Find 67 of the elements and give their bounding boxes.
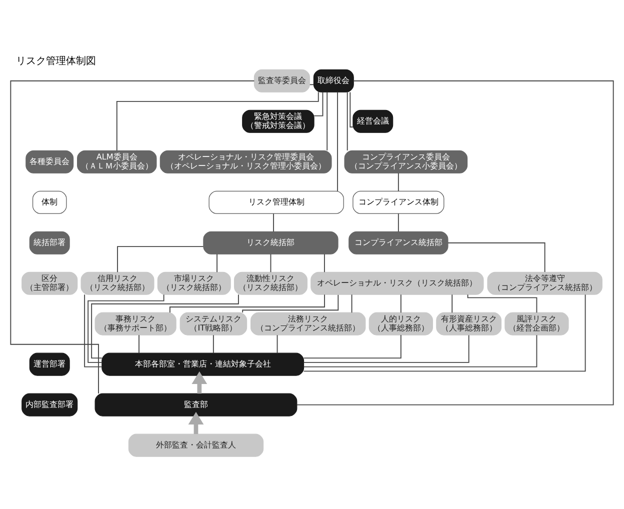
node-box: 法令等遵守 （コンプライアンス統括部）	[487, 271, 602, 294]
node-box: 統括部署	[29, 230, 70, 254]
connector	[303, 334, 538, 367]
connector	[351, 294, 352, 313]
connector	[303, 334, 470, 362]
connector	[398, 212, 399, 232]
node-box: 監査部	[94, 392, 298, 416]
node-box: ALM委員会 （ＡＬＭ小委員会）	[77, 150, 157, 173]
arrow	[192, 370, 208, 394]
node-box: 体制	[32, 190, 67, 214]
node-box: コンプライアンス統括部	[348, 230, 448, 254]
connector	[400, 294, 402, 313]
connector	[276, 334, 278, 354]
node-box: 監査等委員会	[254, 68, 310, 92]
node-box: 取締役会	[313, 68, 354, 92]
node-box: 人的リスク （人事総務部）	[368, 312, 433, 335]
arrow	[188, 411, 204, 434]
node-box: オペレーショナル・リスク管理委員会 （オペレーショナル・リスク管理小委員会）	[160, 150, 332, 173]
connector	[91, 294, 239, 358]
connector	[309, 84, 314, 85]
connector	[10, 80, 255, 394]
connector	[273, 212, 274, 232]
node-box: 有形資産リスク （人事総務部）	[436, 312, 502, 335]
node-box: コンプライアンス委員会 （コンプライアンス小委員会）	[344, 150, 468, 173]
node-box: 法務リスク （コンプライアンス統括部）	[250, 312, 366, 335]
node-box: システムリスク （IT戦略部）	[180, 312, 248, 335]
connector	[467, 294, 538, 313]
connector	[350, 91, 354, 127]
diagram-title: リスク管理体制図	[16, 55, 96, 66]
node-box: 流動性リスク （リスク統括部）	[234, 271, 308, 294]
connector	[88, 294, 164, 362]
connector	[314, 91, 324, 116]
node-box: リスク管理体制	[208, 190, 344, 214]
connector	[216, 253, 218, 272]
connector	[452, 294, 453, 313]
node-box: コンプライアンス体制	[352, 190, 444, 214]
connector	[303, 334, 402, 358]
node-box: 各種委員会	[26, 150, 74, 173]
connector	[270, 253, 272, 272]
node-box: リスク統括部	[203, 230, 338, 254]
connector	[117, 246, 204, 272]
connector	[242, 294, 339, 312]
connector	[169, 294, 325, 312]
node-box: 本部各部室・営業店・連結対象子会社	[102, 352, 304, 376]
node-box: 市場リスク （リスク統括部）	[157, 271, 231, 294]
connector	[84, 294, 102, 367]
node-box: 内部監査部署	[22, 392, 78, 416]
connector	[448, 242, 546, 272]
node-box: 外部監査・会計監査人	[128, 433, 264, 456]
connector	[398, 172, 399, 192]
node-box: 緊急対策会議 （警戒対策会議）	[242, 109, 314, 132]
connector	[296, 80, 614, 405]
connector	[138, 334, 140, 354]
connector	[212, 334, 214, 354]
connector	[324, 253, 325, 272]
node-box: 運営部署	[29, 352, 70, 376]
connector	[337, 91, 338, 192]
node-box: 区分 （主管部署）	[22, 271, 78, 294]
node-box: 信用リスク （リスク統括部）	[80, 271, 154, 294]
node-box: オペレーショナル・リスク（リスク統括部）	[310, 271, 484, 294]
node-box: 事務リスク （事務サポート部）	[94, 312, 176, 335]
connector	[346, 91, 348, 150]
connector	[303, 294, 586, 372]
connector	[326, 91, 328, 150]
node-box: 風評リスク （経営企画部）	[504, 312, 569, 335]
connector	[116, 91, 319, 150]
node-box: 経営会議	[352, 109, 394, 132]
